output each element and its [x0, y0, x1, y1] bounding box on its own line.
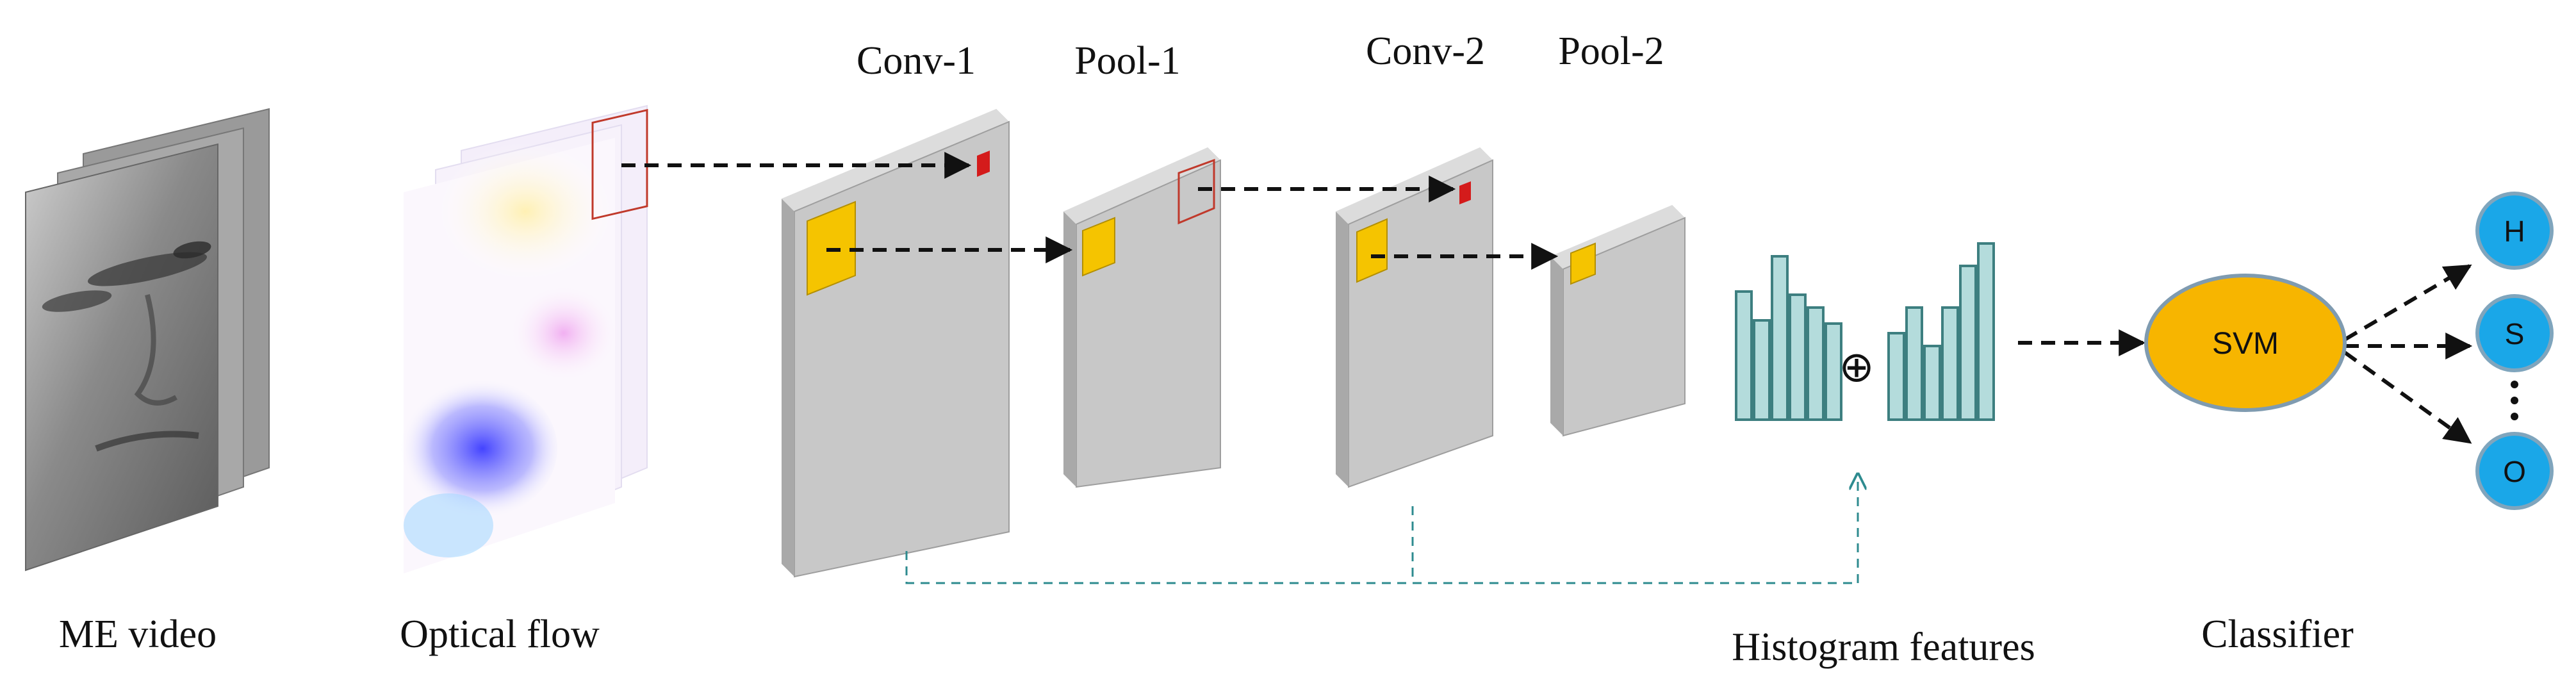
histogram-right	[1887, 242, 1995, 421]
optical-flow-stack	[391, 104, 648, 573]
histogram-feedback-connector	[905, 474, 1858, 584]
concat-symbol: ⊕	[1839, 343, 1874, 390]
conv2-layer	[1336, 147, 1493, 488]
output-node-o: O	[2475, 432, 2554, 510]
pool2-kernel	[1570, 242, 1596, 285]
video-frame-front	[25, 143, 218, 572]
output-label-h: H	[2504, 215, 2525, 248]
pool1-layer	[1063, 147, 1221, 488]
output-node-s: S	[2475, 294, 2554, 372]
me-video-stack	[25, 108, 270, 572]
conv2-kernel	[1356, 218, 1388, 283]
svm-node: SVM	[2144, 274, 2347, 412]
pool1-kernel	[1082, 217, 1115, 277]
arrow-svm-to-h	[2343, 264, 2472, 342]
label-conv1: Conv-1	[857, 39, 976, 83]
label-pool2: Pool-2	[1558, 29, 1664, 73]
flow-receptive-field	[591, 108, 648, 220]
conv2-output-cell	[1459, 181, 1471, 204]
pool2-layer	[1550, 205, 1686, 437]
label-classifier: Classifier	[2201, 613, 2354, 656]
output-ellipsis-dots	[2511, 381, 2518, 420]
pool1-receptive-field	[1177, 158, 1215, 225]
output-label-o: O	[2503, 455, 2526, 488]
histogram-left	[1735, 255, 1842, 421]
svm-label: SVM	[2212, 327, 2279, 361]
output-node-h: H	[2475, 192, 2554, 270]
label-me-video: ME video	[59, 613, 217, 656]
feature-arrows	[621, 152, 2473, 444]
label-histogram-features: Histogram features	[1732, 625, 2035, 669]
flow-frame-front	[391, 138, 621, 573]
conv1-output-cell	[977, 151, 990, 177]
label-pool1: Pool-1	[1074, 39, 1180, 83]
output-label-s: S	[2505, 317, 2525, 350]
conv1-layer	[782, 109, 1010, 578]
arrow-svm-to-o	[2343, 350, 2472, 444]
label-conv2: Conv-2	[1366, 29, 1485, 73]
label-optical-flow: Optical flow	[400, 613, 600, 656]
